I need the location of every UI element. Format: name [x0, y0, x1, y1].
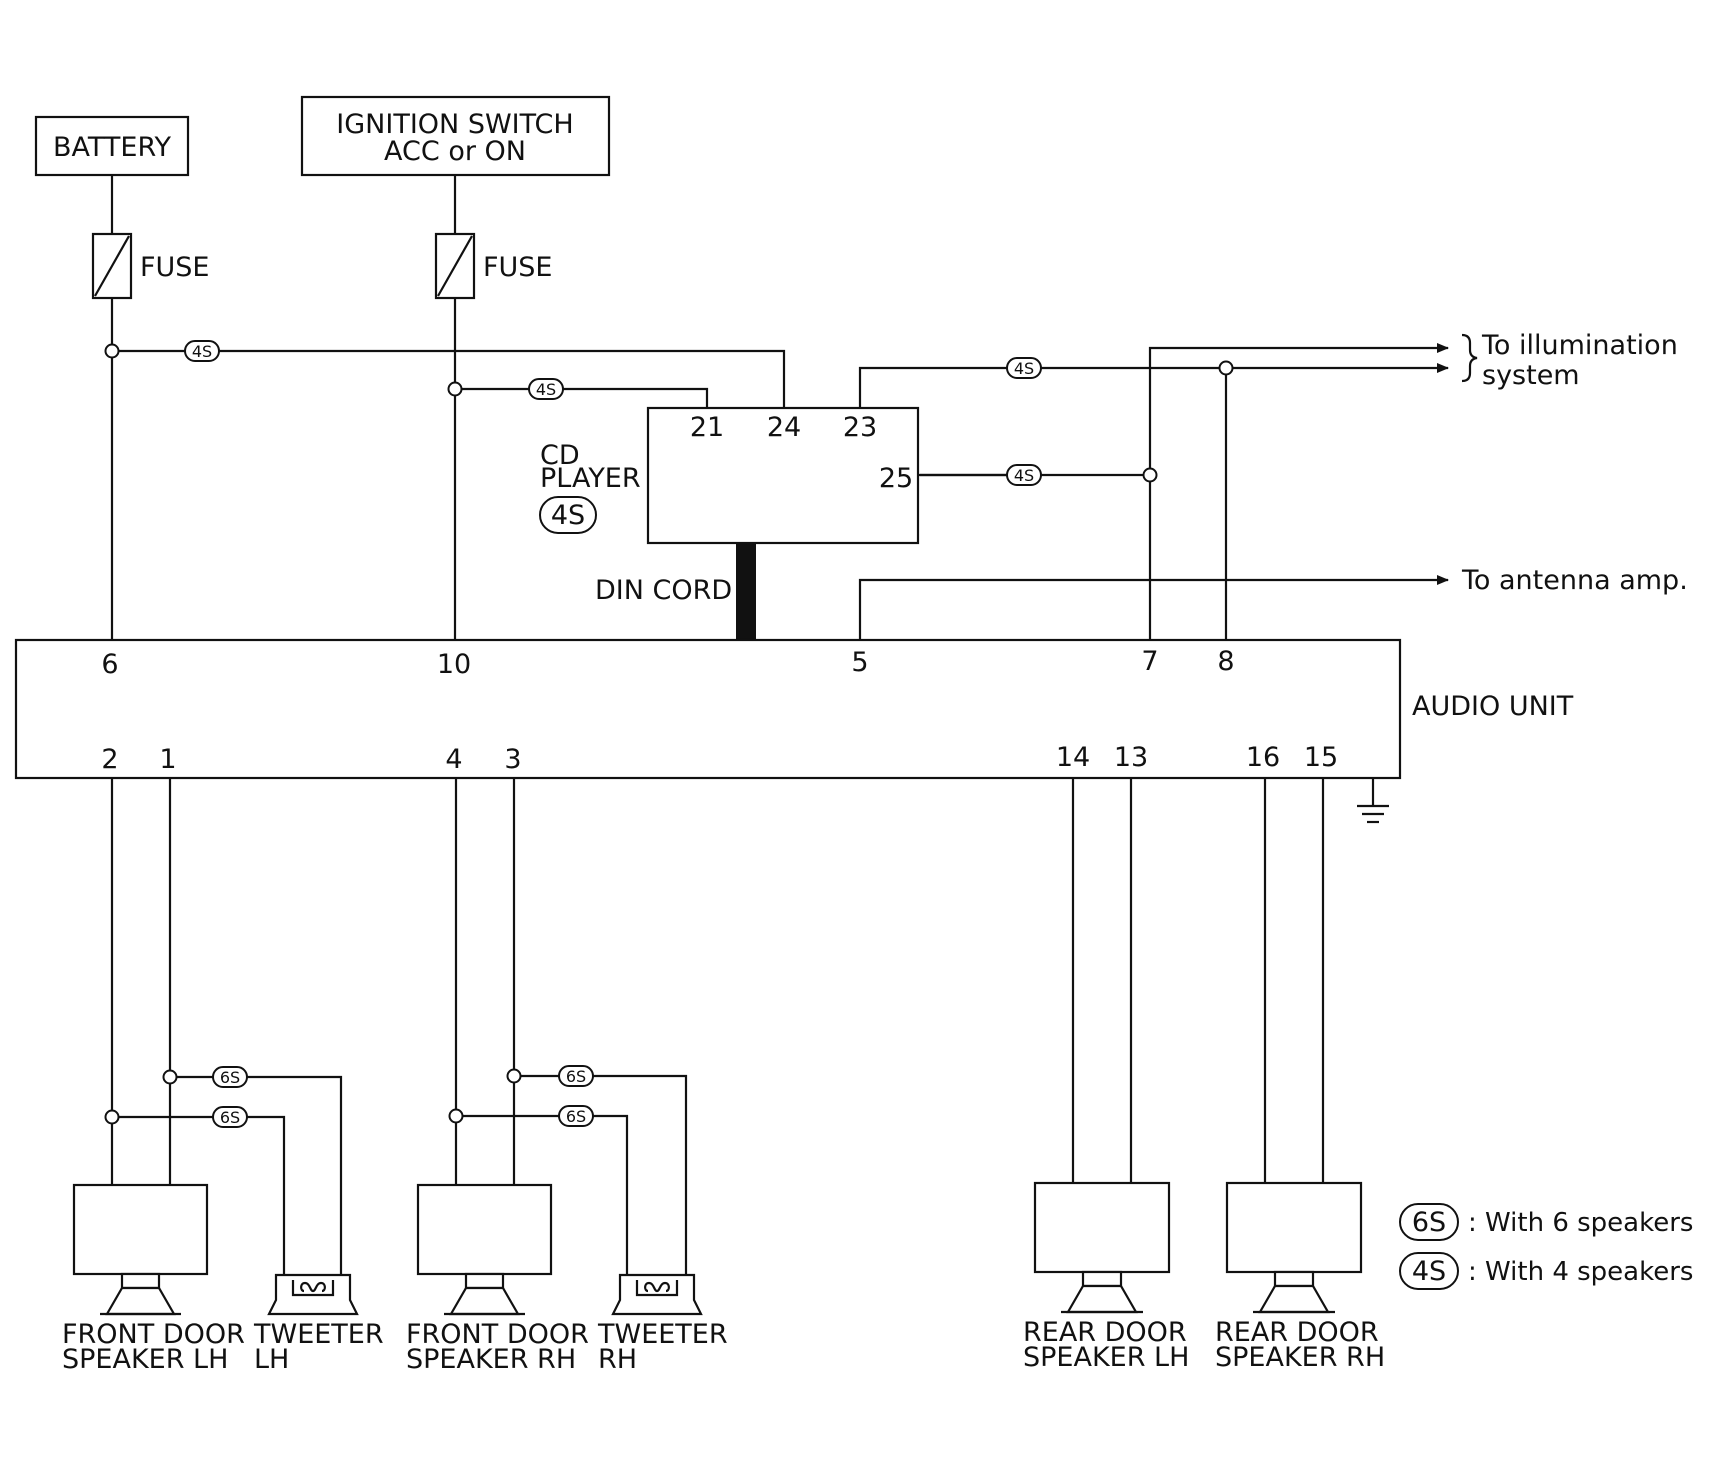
rear-door-speaker-lh-label-line2: SPEAKER LH — [1023, 1342, 1189, 1373]
badge-6s: 6S — [558, 1065, 594, 1087]
junction-node — [1142, 467, 1158, 483]
svg-text:4S: 4S — [1014, 466, 1034, 485]
badge-6s: 6S — [212, 1106, 248, 1128]
battery-box: BATTERY — [34, 115, 190, 177]
tweeter-rh-label: TWEETER — [597, 1319, 728, 1350]
ground-icon — [1357, 778, 1389, 824]
front-door-speaker-lh — [72, 1183, 209, 1316]
battery-fuse-label: FUSE — [140, 252, 210, 283]
ignition-fuse: FUSE — [434, 232, 553, 300]
svg-text:4S: 4S — [1014, 359, 1034, 378]
tweeter-lh-label: TWEETER — [253, 1319, 384, 1350]
cd-player-label: CD — [540, 440, 580, 471]
tweeter-lh — [267, 1273, 359, 1316]
wire-audio-5-to-antenna — [858, 575, 1449, 640]
ignition-switch-box: IGNITION SWITCH ACC or ON — [300, 95, 611, 177]
rear-door-speaker-lh — [1033, 1181, 1171, 1314]
cd-pin-25: 25 — [879, 463, 913, 494]
audio-pin-2: 2 — [101, 744, 118, 775]
badge-6s: 6S — [558, 1105, 594, 1127]
badge-4s: 4S — [1006, 464, 1042, 486]
junction-node — [162, 1069, 178, 1085]
audio-pin-7: 7 — [1141, 646, 1158, 677]
audio-pin-10: 10 — [437, 649, 471, 680]
ignition-switch-mode-label: ACC or ON — [384, 136, 526, 167]
audio-pin-15: 15 — [1304, 742, 1338, 773]
front-door-speaker-rh — [416, 1183, 553, 1316]
audio-pin-3: 3 — [504, 744, 521, 775]
legend-6s-text: : With 6 speakers — [1468, 1208, 1693, 1238]
svg-text:4S: 4S — [551, 500, 585, 531]
legend-4s-badge: 4S — [1399, 1252, 1459, 1290]
svg-text:4S: 4S — [1412, 1256, 1446, 1287]
wire-ignition-to-cd-21 — [455, 387, 709, 408]
antenna-destination-label: To antenna amp. — [1461, 565, 1688, 596]
cd-player-label-line2: PLAYER — [540, 463, 641, 494]
cd-player-4s-badge: 4S — [539, 496, 597, 534]
wire-battery-to-cd-24 — [112, 349, 786, 408]
junction-node — [506, 1068, 522, 1084]
wire-audio-8-to-illumination — [1224, 363, 1449, 640]
battery-label: BATTERY — [53, 132, 172, 163]
junction-node — [1218, 360, 1234, 376]
cd-player-box: 21 24 23 25 — [646, 406, 920, 545]
tweeter-lh-label-line2: LH — [254, 1344, 289, 1375]
rear-door-speaker-rh-label: REAR DOOR — [1215, 1317, 1379, 1348]
svg-text:6S: 6S — [220, 1068, 240, 1087]
illumination-destination-label: To illumination — [1481, 330, 1678, 361]
svg-text:6S: 6S — [220, 1108, 240, 1127]
junction-node — [104, 343, 120, 359]
wires-rear-rh — [1263, 778, 1325, 1183]
audio-pin-1: 1 — [159, 744, 176, 775]
junction-node — [448, 1108, 464, 1124]
battery-fuse: FUSE — [91, 232, 210, 300]
audio-unit-box: 6 10 5 7 8 2 1 4 3 14 13 16 15 — [14, 638, 1402, 780]
illumination-brace — [1461, 333, 1478, 383]
cd-pin-21: 21 — [690, 412, 724, 443]
audio-pin-14: 14 — [1056, 742, 1090, 773]
badge-6s: 6S — [212, 1066, 248, 1088]
audio-pin-4: 4 — [445, 744, 462, 775]
svg-text:6S: 6S — [566, 1107, 586, 1126]
audio-pin-5: 5 — [851, 647, 868, 678]
audio-unit-label: AUDIO UNIT — [1412, 691, 1574, 722]
front-door-speaker-lh-label-line2: SPEAKER LH — [62, 1344, 228, 1375]
badge-4s: 4S — [528, 378, 564, 400]
rear-door-speaker-lh-label: REAR DOOR — [1023, 1317, 1187, 1348]
badge-4s: 4S — [184, 340, 220, 362]
cd-pin-23: 23 — [843, 412, 877, 443]
cd-pin-24: 24 — [767, 412, 801, 443]
badge-4s: 4S — [1006, 357, 1042, 379]
legend: 6S : With 6 speakers 4S : With 4 speaker… — [1399, 1203, 1693, 1290]
rear-door-speaker-rh — [1225, 1181, 1363, 1314]
junction-node — [104, 1109, 120, 1125]
rear-door-speaker-rh-label-line2: SPEAKER RH — [1215, 1342, 1385, 1373]
ignition-fuse-label: FUSE — [483, 252, 553, 283]
illumination-destination-label-line2: system — [1482, 360, 1580, 391]
front-door-speaker-rh-label: FRONT DOOR — [406, 1319, 589, 1350]
audio-pin-6: 6 — [101, 649, 118, 680]
junction-node — [447, 381, 463, 397]
audio-pin-8: 8 — [1217, 646, 1234, 677]
wire-cd-23-to-illumination — [858, 366, 1226, 408]
svg-text:6S: 6S — [1412, 1207, 1446, 1238]
svg-text:4S: 4S — [536, 380, 556, 399]
legend-6s-badge: 6S — [1399, 1203, 1459, 1241]
tweeter-rh-label-line2: RH — [598, 1344, 637, 1375]
tweeter-rh — [611, 1273, 703, 1316]
audio-pin-16: 16 — [1246, 742, 1280, 773]
svg-text:6S: 6S — [566, 1067, 586, 1086]
wires-rear-lh — [1071, 778, 1133, 1183]
legend-4s-text: : With 4 speakers — [1468, 1257, 1693, 1287]
ignition-switch-label: IGNITION SWITCH — [336, 109, 573, 140]
front-door-speaker-lh-label: FRONT DOOR — [62, 1319, 245, 1350]
svg-text:4S: 4S — [192, 342, 212, 361]
wire-audio-7-to-illumination — [1148, 343, 1449, 640]
audio-pin-13: 13 — [1114, 742, 1148, 773]
din-cord-label: DIN CORD — [595, 575, 732, 606]
din-cord — [736, 543, 756, 640]
front-door-speaker-rh-label-line2: SPEAKER RH — [406, 1344, 576, 1375]
